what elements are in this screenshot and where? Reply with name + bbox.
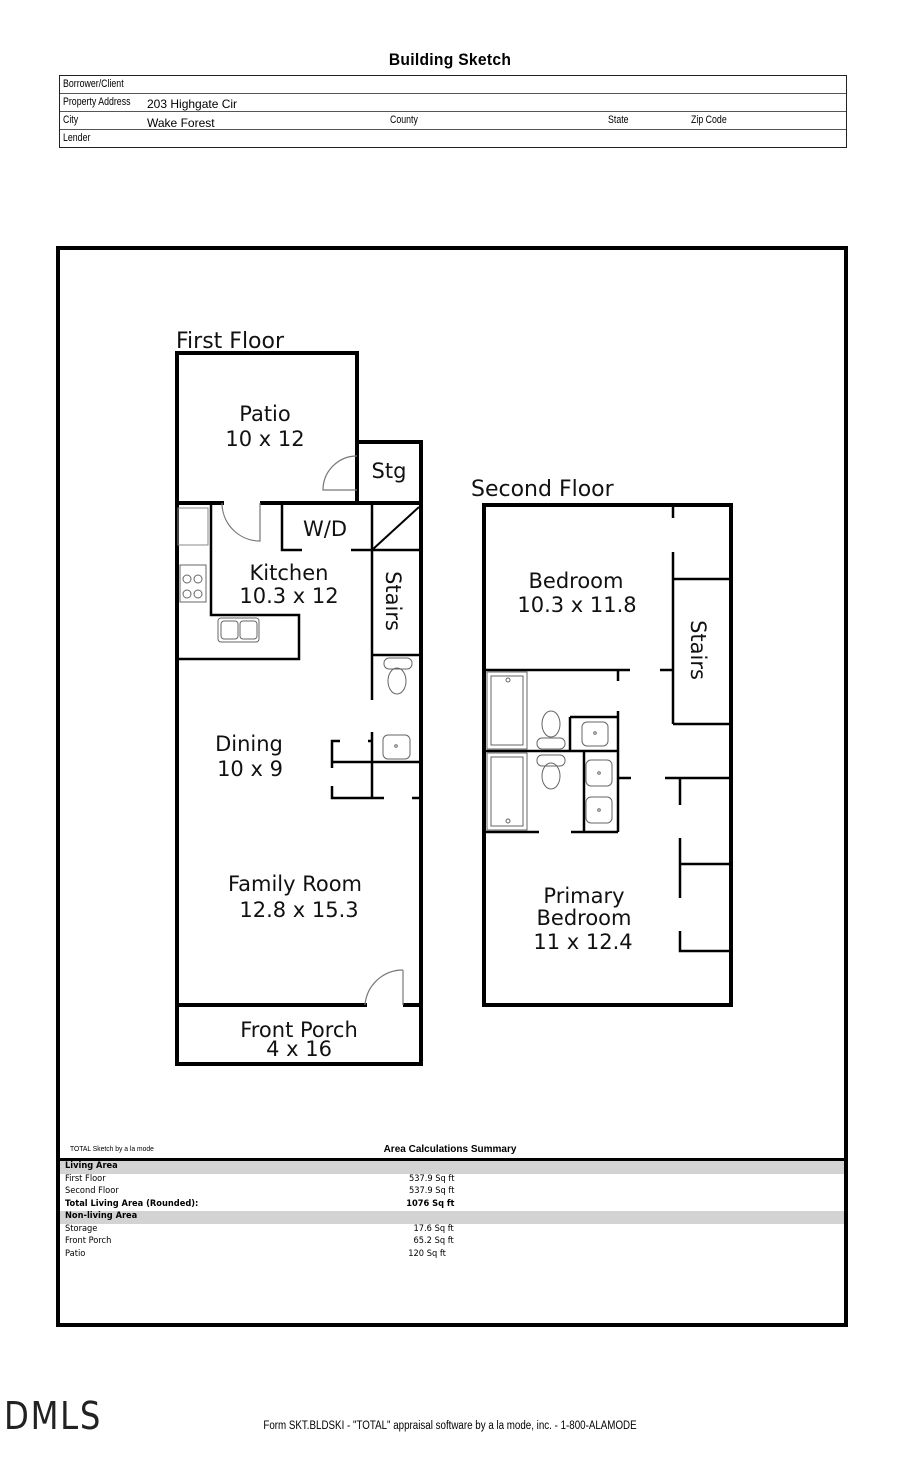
room-storage-name: Stg <box>372 459 407 483</box>
room-primary-name-2: Bedroom <box>537 906 632 930</box>
lender-label: Lender <box>63 132 91 144</box>
address-value: 203 Highgate Cir <box>147 97 238 111</box>
room-patio-dims: 10 x 12 <box>225 427 304 451</box>
dmls-watermark-logo: DMLS <box>4 1394 103 1438</box>
bathtub-icon <box>486 671 528 750</box>
table-row: Front Porch 65.2 Sq ft <box>65 1236 454 1246</box>
room-dining-name: Dining <box>215 732 283 756</box>
first-floor-label: First Floor <box>176 329 285 354</box>
sketch-frame <box>56 246 848 1327</box>
room-primary-name: Primary <box>543 884 624 908</box>
vanity-sink-icon <box>581 721 613 824</box>
address-label: Property Address <box>63 96 131 108</box>
second-floor-label: Second Floor <box>471 477 615 502</box>
room-kitchen-name: Kitchen <box>250 561 329 585</box>
room-bedroom-dims: 10.3 x 11.8 <box>517 593 636 617</box>
county-label: County <box>390 114 418 126</box>
borrower-label: Borrower/Client <box>63 78 124 90</box>
area-summary-table: Living Area First Floor 537.9 Sq ft Seco… <box>60 1158 844 1261</box>
door-swing-icon <box>221 455 404 1006</box>
room-patio-name: Patio <box>239 402 291 426</box>
table-row: Second Floor 537.9 Sq ft <box>65 1186 454 1196</box>
table-row: Patio 120 Sq ft <box>65 1248 446 1259</box>
room-stairs-1-name: Stairs <box>381 571 405 631</box>
form-footer: Form SKT.BLDSKI - "TOTAL" appraisal soft… <box>263 1420 637 1432</box>
room-wd-name: W/D <box>303 517 347 541</box>
floor-plan: First Floor <box>175 329 733 1066</box>
summary-title: Area Calculations Summary <box>383 1144 517 1155</box>
toilet-icon <box>536 710 566 790</box>
room-bedroom-name: Bedroom <box>529 569 624 593</box>
lender-row: Lender <box>60 130 846 147</box>
table-row: First Floor 537.9 Sq ft <box>65 1173 454 1184</box>
room-kitchen-dims: 10.3 x 12 <box>239 584 338 608</box>
zip-label: Zip Code <box>691 114 727 126</box>
total-living-row: Total Living Area (Rounded): 1076 Sq ft <box>65 1198 454 1209</box>
state-label: State <box>608 114 629 126</box>
property-info-table: Borrower/Client Property Address 203 Hig… <box>59 75 847 148</box>
bathtub-icon <box>486 752 528 831</box>
room-porch-dims: 4 x 16 <box>266 1037 332 1061</box>
range-icon <box>179 564 207 603</box>
room-dining-dims: 10 x 9 <box>217 757 283 781</box>
city-label: City <box>63 114 79 126</box>
nonliving-area-header: Non-living Area <box>60 1211 844 1224</box>
table-row: Storage 17.6 Sq ft <box>65 1223 454 1234</box>
double-sink-icon <box>217 617 260 643</box>
page-title: Building Sketch <box>388 50 512 69</box>
city-value: Wake Forest <box>147 116 215 130</box>
room-family-name: Family Room <box>228 872 362 896</box>
address-row: Property Address 203 Highgate Cir <box>60 94 846 112</box>
city-row: City Wake Forest County State Zip Code <box>60 112 846 130</box>
refrigerator-icon <box>177 507 209 546</box>
sink-icon <box>382 734 411 760</box>
room-stairs-2-name: Stairs <box>686 620 710 680</box>
toilet-icon <box>383 657 413 695</box>
borrower-row: Borrower/Client <box>60 76 846 94</box>
sketch-credit: TOTAL Sketch by a la mode <box>70 1144 154 1153</box>
room-family-dims: 12.8 x 15.3 <box>239 898 358 922</box>
room-primary-dims: 11 x 12.4 <box>533 930 632 954</box>
room-porch-name: Front Porch <box>240 1018 358 1042</box>
living-area-header: Living Area <box>60 1161 844 1174</box>
